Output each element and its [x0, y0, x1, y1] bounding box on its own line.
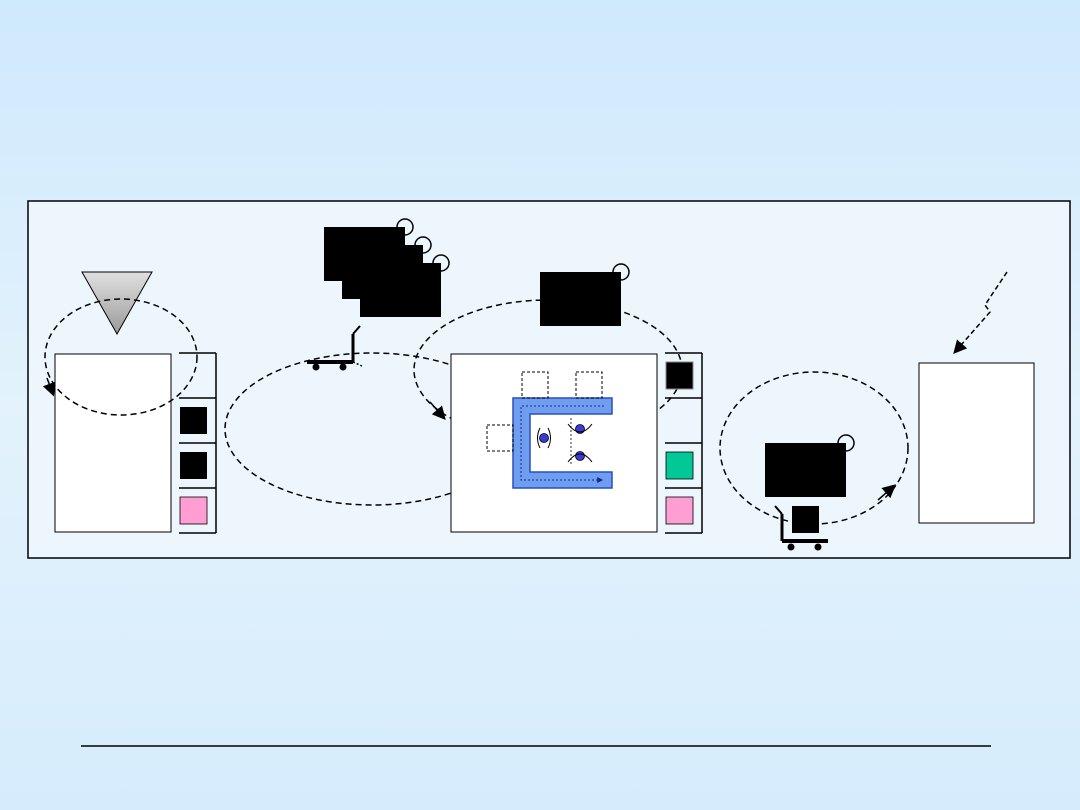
production-kanban-card: [540, 263, 630, 326]
station-box: [486, 424, 514, 452]
work-cell: [450, 353, 658, 533]
supplier-panel: [54, 353, 172, 533]
supply-loop-arrow: [42, 377, 56, 397]
supply-loop: [44, 298, 198, 416]
left-kanban-post: [179, 352, 217, 534]
triangle-inventory-icon: [81, 271, 153, 336]
station-box: [575, 371, 603, 399]
supplier-store: [54, 271, 217, 534]
production-loop-arrow: [429, 401, 446, 421]
hand-truck-icon: [774, 505, 828, 551]
hand-truck-icon: [307, 325, 363, 371]
delivery-kanban-card: [765, 434, 855, 497]
kanban-card-black: [180, 452, 207, 479]
card-ring-icon: [414, 236, 432, 254]
kanban-card-green: [665, 451, 694, 480]
operator-dot-icon: [567, 451, 593, 463]
kanban-card: [360, 263, 441, 317]
kanban-card-pink: [665, 496, 694, 525]
customer: [918, 271, 1035, 524]
card-ring-icon: [612, 263, 630, 281]
card-ring-icon: [432, 254, 450, 272]
kanban-card-pink: [179, 496, 208, 525]
delivery-loop-arrow: [877, 484, 897, 501]
customer-panel: [918, 362, 1035, 524]
operator-dot-icon: [537, 427, 551, 449]
lightning-signal-icon: [953, 271, 1008, 355]
card-ring-icon: [837, 434, 855, 452]
card-ring-icon: [396, 218, 414, 236]
kanban-card-black: [665, 361, 694, 390]
operator-dot-icon: [567, 423, 593, 434]
right-kanban-post: [665, 352, 703, 534]
flow-path: [520, 405, 604, 483]
station-box: [521, 371, 549, 399]
work-cell-panel: [450, 353, 658, 533]
stacked-kanban-cards: [324, 218, 450, 317]
kanban-card-black: [180, 407, 207, 434]
